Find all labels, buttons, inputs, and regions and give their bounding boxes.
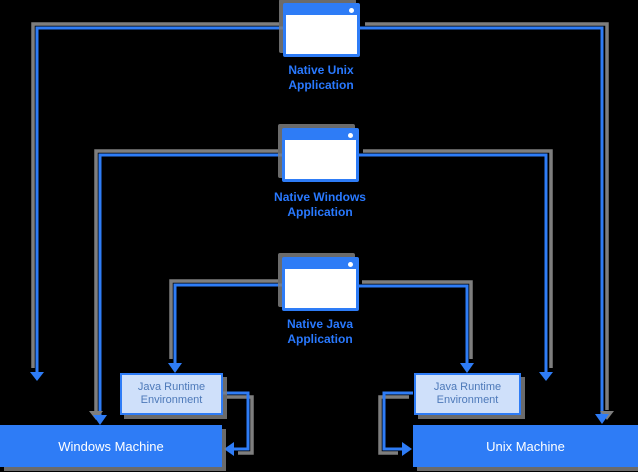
app-window-label-native-java: Native Java Application [250, 317, 390, 347]
jre-box-right: Java Runtime Environment [414, 373, 521, 415]
window-button-icon [348, 262, 353, 267]
app-window-native-java [282, 257, 359, 311]
window-button-icon [348, 133, 353, 138]
machine-bar-label: Windows Machine [58, 438, 164, 454]
machine-bar-label: Unix Machine [486, 438, 565, 454]
jre-box-left: Java Runtime Environment [120, 373, 223, 415]
connector-unix-app-left [30, 22, 283, 381]
connector-java-app-to-jre-left [168, 279, 282, 373]
machine-bar-unix: Unix Machine [413, 425, 638, 467]
machine-bar-windows: Windows Machine [0, 425, 222, 467]
jre-box-label: Java Runtime Environment [433, 381, 502, 406]
window-titlebar [285, 131, 356, 140]
app-window-label-text: Native Windows Application [274, 190, 366, 219]
jre-box-label: Java Runtime Environment [137, 381, 206, 406]
connector-jre-left-to-windows-machine [223, 391, 254, 456]
connector-java-app-to-jre-right [358, 280, 474, 373]
connector-jre-right-to-unix-machine [378, 391, 413, 456]
connector-windows-app-right [358, 149, 553, 381]
window-titlebar [285, 260, 356, 269]
app-window-label-text: Native Unix Application [288, 63, 354, 92]
app-window-label-native-windows: Native Windows Application [250, 190, 390, 220]
app-window-native-unix [283, 3, 360, 57]
connector-windows-app-to-windows-machine [89, 149, 282, 425]
connector-unix-app-to-unix-machine [360, 22, 614, 424]
window-button-icon [349, 8, 354, 13]
app-window-native-windows [282, 128, 359, 182]
window-titlebar [286, 6, 357, 15]
app-window-label-native-unix: Native Unix Application [251, 63, 391, 93]
app-window-label-text: Native Java Application [286, 317, 354, 346]
